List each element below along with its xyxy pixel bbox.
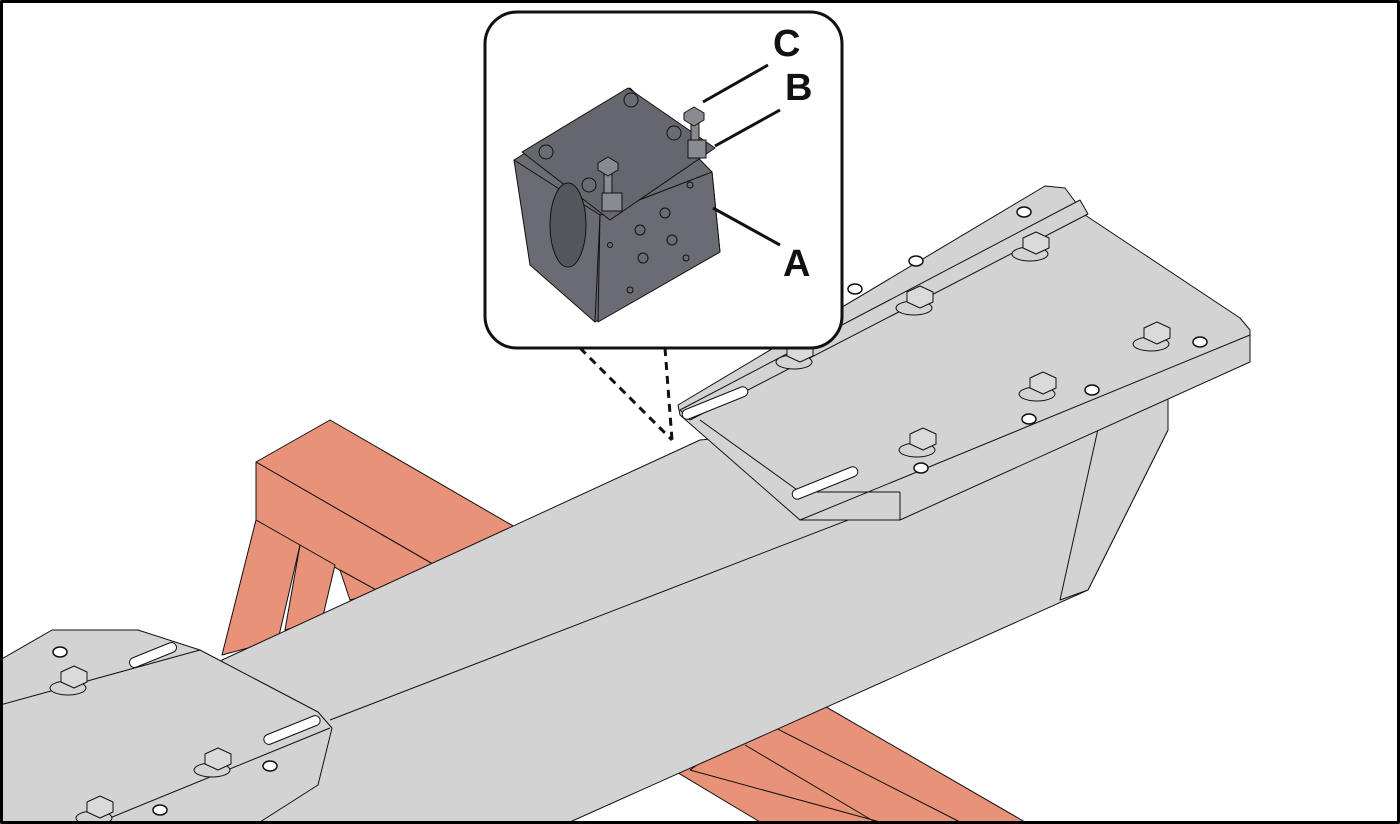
hex-bolt-icon	[1029, 371, 1057, 395]
label-a: A	[783, 243, 810, 285]
mounting-hole	[262, 760, 278, 772]
leader-line-b	[714, 108, 781, 148]
detail-callout: C B A	[483, 10, 844, 442]
mounting-hole	[52, 646, 68, 658]
hex-bolt-icon	[204, 747, 232, 771]
mounting-hole	[1192, 336, 1208, 348]
mounting-hole	[1084, 384, 1100, 396]
bolt-group	[49, 206, 1208, 824]
callout-pointer-line	[663, 347, 674, 441]
hex-bolt-icon	[86, 795, 114, 819]
hex-bolt-icon	[1143, 321, 1171, 345]
hex-bolt-icon	[1022, 231, 1050, 255]
winch-assembly	[513, 87, 721, 323]
mounting-hole	[847, 283, 863, 295]
hex-bolt-icon	[909, 427, 937, 451]
mounting-hole	[1021, 413, 1037, 425]
label-b: B	[785, 67, 812, 109]
mounting-hole	[913, 462, 929, 474]
mounting-hole	[1016, 206, 1032, 218]
hex-bolt-icon	[906, 285, 934, 309]
leader-line-a	[712, 206, 781, 247]
label-c: C	[773, 23, 800, 65]
leader-line-c	[702, 63, 769, 104]
hex-bolt-icon	[60, 665, 88, 689]
mounting-hole	[908, 255, 924, 267]
callout-pointer-line	[578, 346, 674, 442]
mounting-hole	[152, 804, 168, 816]
